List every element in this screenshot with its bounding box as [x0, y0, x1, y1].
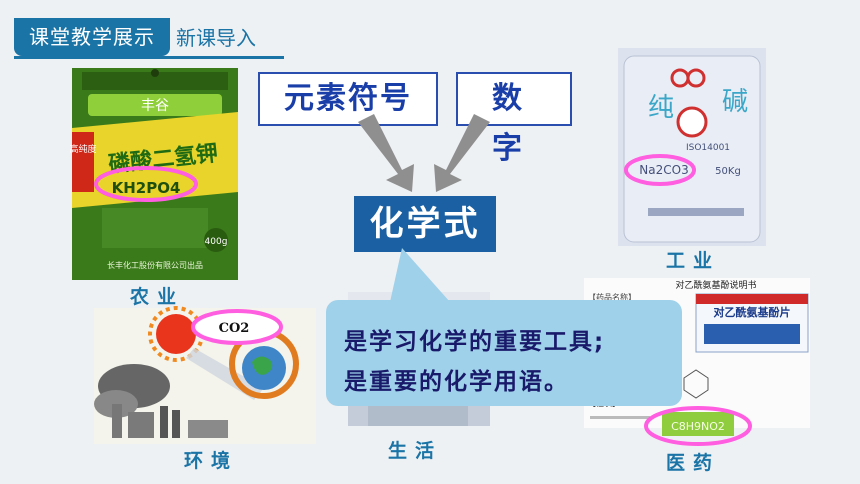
- environment-image: CO2: [94, 306, 316, 444]
- fertilizer-badge: 高纯度: [69, 143, 96, 155]
- soda-name-right: 碱: [722, 87, 748, 117]
- soda-weight: 50Kg: [715, 166, 741, 177]
- fertilizer-maker: 长丰化工股份有限公司出品: [107, 260, 203, 270]
- bubble-line-1: 是学习化学的重要工具;: [344, 329, 606, 355]
- soda-highlight-ring: [624, 154, 696, 186]
- caption-medicine: 医药: [666, 452, 721, 474]
- fertilizer-highlight-ring: [94, 166, 198, 202]
- caption-environment: 环境: [184, 450, 239, 472]
- medicine-section-name: 【药品名称】: [588, 292, 636, 302]
- soda-sack-image: 纯 碱 ISO14001 Na2CO3 50Kg: [618, 48, 766, 246]
- caption-agriculture: 农业: [130, 286, 185, 308]
- caption-industry: 工业: [666, 250, 721, 272]
- bubble-line-2: 是重要的化学用语。: [344, 369, 569, 395]
- medicine-doc-title: 对乙酰氨基酚说明书: [675, 279, 756, 291]
- fertilizer-bag-image: 丰谷 磷酸二氢钾 KH2PO4 高纯度 400g 长丰化工股份有限公司出品: [69, 68, 238, 280]
- co2-label: CO2: [219, 321, 250, 336]
- fertilizer-brand: 丰谷: [141, 98, 169, 114]
- medicine-box-title: 对乙酰氨基酚片: [714, 305, 791, 319]
- soda-cert: ISO14001: [686, 143, 730, 153]
- chemical-formula-box: 化学式: [354, 196, 496, 252]
- medicine-highlight-ring: [644, 406, 752, 446]
- fertilizer-formula: KH2PO4: [112, 179, 181, 197]
- bubble-tail: [390, 248, 450, 302]
- medicine-formula: C8H9NO2: [671, 420, 725, 433]
- co2-highlight-ring: [191, 309, 283, 345]
- caption-life: 生活: [388, 440, 443, 462]
- element-symbols-box: 元素符号: [258, 72, 438, 126]
- speech-bubble: [326, 300, 682, 406]
- soda-formula: Na2CO3: [639, 163, 688, 177]
- right-arrow: [434, 114, 490, 192]
- left-arrow: [358, 114, 414, 192]
- fertilizer-weight: 400g: [205, 237, 228, 247]
- header-underline: [14, 56, 284, 59]
- arrows-diagram: [358, 114, 490, 192]
- section-subtitle: 新课导入: [176, 26, 256, 50]
- section-tag: 课堂教学展示: [14, 18, 170, 56]
- soda-name-left: 纯: [648, 93, 674, 123]
